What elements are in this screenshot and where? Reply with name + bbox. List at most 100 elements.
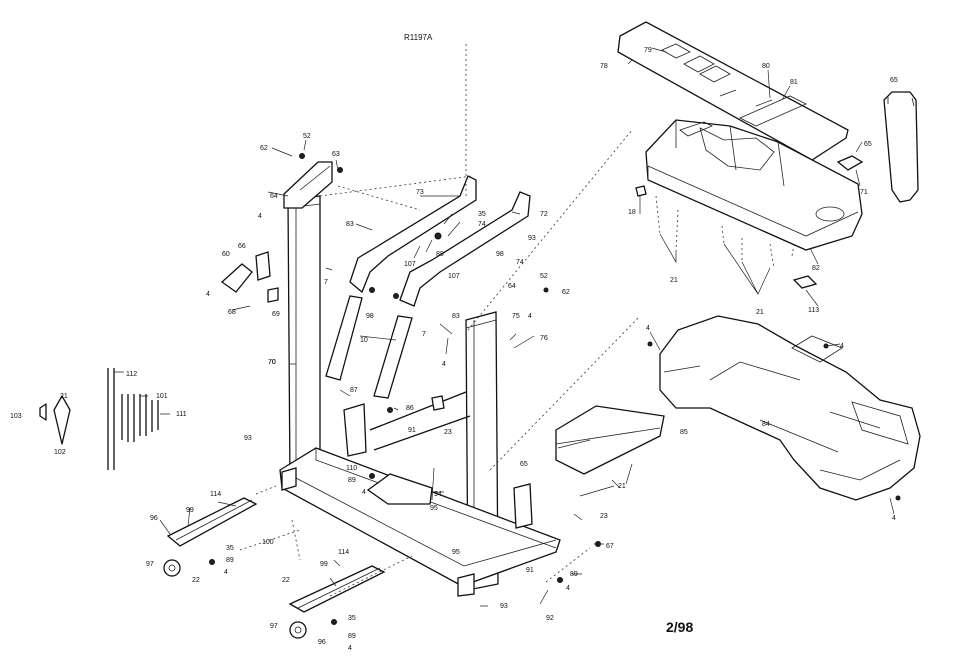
callout-label: 65 <box>520 461 528 468</box>
diagram-reference: R1197A <box>404 33 433 42</box>
callout-label: 96 <box>150 515 158 522</box>
callout-label: 87 <box>350 387 358 394</box>
callout-label: 64 <box>270 193 278 200</box>
callout-label: 93 <box>244 435 252 442</box>
callout-label: 18 <box>628 209 636 216</box>
callout-label: 23 <box>444 429 452 436</box>
callout-label: 88 <box>436 251 444 258</box>
callout-label: 84 <box>762 421 770 428</box>
callout-label: 91 <box>526 567 534 574</box>
callout-label: 7 <box>324 279 328 286</box>
callout-label: 22 <box>192 577 200 584</box>
callout-label: 4 <box>646 325 650 332</box>
callout-label: 4 <box>362 489 366 496</box>
callout-label: 89 <box>226 557 234 564</box>
callout-label: 71 <box>860 189 868 196</box>
callout-label: 75 <box>512 313 520 320</box>
callout-label: 70 <box>268 359 276 366</box>
callout-label: 89 <box>570 571 578 578</box>
handrails <box>325 175 531 399</box>
callout-label: 4 <box>348 645 352 652</box>
base-frame <box>279 391 561 597</box>
callout-label: 81 <box>790 79 798 86</box>
hardware-kit <box>39 368 159 470</box>
console-assembly <box>617 21 919 295</box>
callout-label: 10 <box>360 337 368 344</box>
callout-label: 91 <box>408 427 416 434</box>
callout-label: 21 <box>670 277 678 284</box>
callout-label: 86 <box>406 405 414 412</box>
callout-label: 60 <box>222 251 230 258</box>
callout-label: 107 <box>448 273 460 280</box>
callout-label: 21 <box>60 393 68 400</box>
callout-label: 83 <box>452 313 460 320</box>
callout-label: 83 <box>346 221 354 228</box>
callout-label: 95 <box>430 505 438 512</box>
callout-label: 110 <box>346 465 357 472</box>
callout-label: 96 <box>318 639 326 646</box>
callout-label: 4 <box>442 361 446 368</box>
callout-label: 68 <box>228 309 236 316</box>
callout-label: 72 <box>540 211 548 218</box>
callout-label: 65 <box>864 141 872 148</box>
callout-label: 98 <box>496 251 504 258</box>
page-label: 2/98 <box>666 619 693 635</box>
callout-label: 4 <box>258 213 262 220</box>
callout-labels: 52 62 63 64 4 66 60 4 69 68 70 73 35 74 … <box>10 47 898 652</box>
callout-label: 99 <box>186 507 194 514</box>
callout-label: 89 <box>348 633 356 640</box>
callout-label: 21 <box>756 309 764 316</box>
callout-label: 4 <box>206 291 210 298</box>
callout-label: 113 <box>808 307 819 314</box>
callout-label: 82 <box>812 265 820 272</box>
callout-label: 78 <box>600 63 608 70</box>
callout-label: 62 <box>562 289 570 296</box>
left-upright <box>283 161 333 485</box>
callout-label: 101 <box>156 393 168 400</box>
callout-label: 4 <box>224 569 228 576</box>
callout-label: 100 <box>262 539 274 546</box>
callout-label: 74 <box>516 259 524 266</box>
deck-hood <box>555 315 921 501</box>
callout-label: 112 <box>126 371 137 378</box>
callout-label: 97 <box>270 623 278 630</box>
callout-label: 103 <box>10 413 22 420</box>
callout-label: 35 <box>226 545 234 552</box>
callout-label: 7 <box>422 331 426 338</box>
callout-label: 52 <box>540 273 548 280</box>
left-brackets <box>220 251 279 311</box>
callout-label: 22 <box>282 577 290 584</box>
callout-label: 23 <box>600 513 608 520</box>
callout-label: 95 <box>452 549 460 556</box>
callout-label: 89 <box>348 477 356 484</box>
callout-label: 64 <box>508 283 516 290</box>
callout-label: 97 <box>146 561 154 568</box>
callout-label: 66 <box>238 243 246 250</box>
callout-label: 79 <box>644 47 652 54</box>
callout-label: 70 <box>268 359 276 366</box>
callout-label: 80 <box>762 63 770 70</box>
callout-label: 74 <box>478 221 486 228</box>
assembly-lines <box>239 44 641 597</box>
callout-label: 21 <box>618 483 626 490</box>
callout-label: 102 <box>54 449 66 456</box>
callout-label: 114 <box>338 549 349 556</box>
callout-label: 93 <box>528 235 536 242</box>
callout-label: 99 <box>320 561 328 568</box>
callout-label: 76 <box>540 335 548 342</box>
callout-label: 52 <box>303 133 311 140</box>
callout-label: 65 <box>890 77 898 84</box>
callout-label: 73 <box>416 189 424 196</box>
callout-label: 111 <box>176 411 187 418</box>
callout-label: 107 <box>404 261 416 268</box>
callout-label: 114 <box>210 491 221 498</box>
callout-label: 4 <box>566 585 570 592</box>
callout-label: 93 <box>500 603 508 610</box>
callout-label: 85 <box>680 429 688 436</box>
callout-label: 62 <box>260 145 268 152</box>
callout-leaders <box>114 47 895 607</box>
callout-label: 4 <box>840 343 844 350</box>
callout-label: 92 <box>546 615 554 622</box>
callout-label: 35 <box>478 211 486 218</box>
